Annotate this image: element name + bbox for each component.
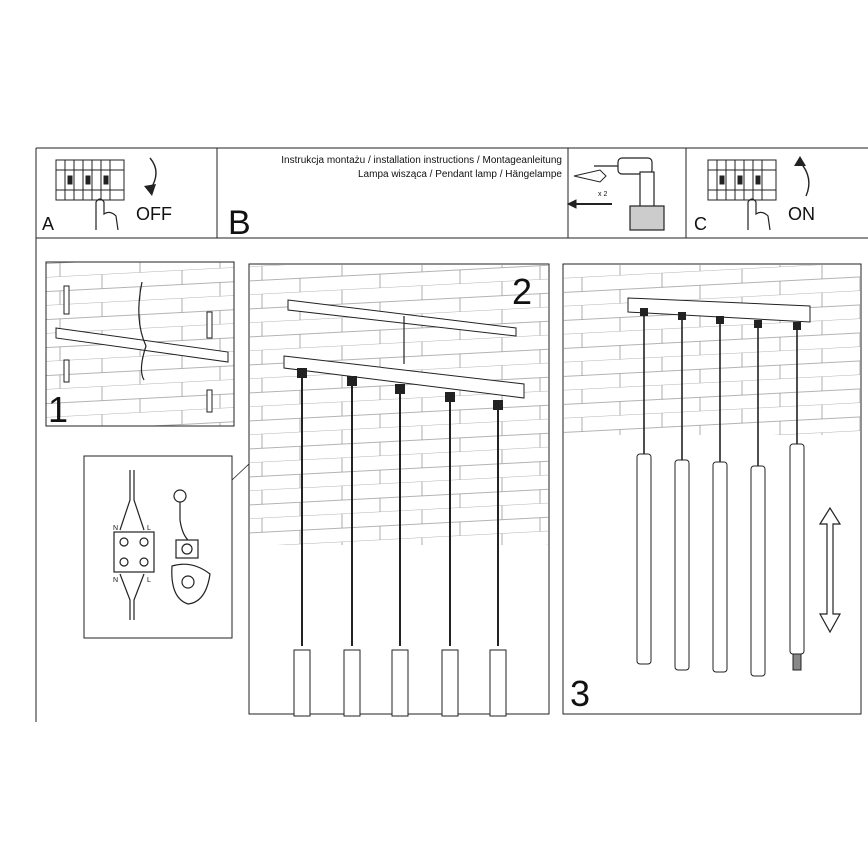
cable-icon (138, 281, 147, 381)
wire-l-bottom: L (147, 577, 151, 584)
panel-a-switch-off: A OFF (42, 157, 172, 234)
socket-icon (640, 308, 648, 316)
panel-step-3: 3 (562, 263, 862, 715)
canopy-plate (627, 297, 811, 323)
frame (35, 147, 868, 722)
socket-icon (754, 320, 762, 328)
hand-icon (747, 198, 771, 231)
socket-icon (347, 376, 357, 386)
drill-icon (594, 157, 665, 231)
pendant-tube (636, 453, 652, 665)
pendant-tube (441, 649, 459, 717)
pendant-tube (391, 649, 409, 717)
arrow-up-icon (799, 161, 810, 197)
pendant-group (636, 308, 805, 677)
step-2-number: 2 (512, 271, 532, 312)
terminal-block (113, 470, 155, 620)
socket-icon (395, 384, 405, 394)
mounting-bracket (287, 299, 517, 337)
panel-step-2: 2 (248, 263, 550, 717)
header-subtitle: Lampa wisząca / Pendant lamp / Hängelamp… (357, 169, 562, 180)
pendant-tube (489, 649, 507, 717)
pendant-tube (750, 465, 766, 677)
panel-step-1: 1 (45, 261, 235, 430)
screw-count: x 2 (598, 191, 607, 198)
pendant-tube (674, 459, 690, 671)
mounting-bracket (55, 327, 229, 363)
socket-icon (793, 322, 801, 330)
pendant-tube (712, 461, 728, 673)
pendant-tube (789, 443, 805, 655)
label-off: OFF (136, 204, 172, 224)
dowel-icon (566, 169, 612, 209)
label-c: C (694, 214, 707, 234)
step-3-number: 3 (570, 673, 590, 714)
wire-n-top: N (113, 525, 118, 532)
hand-icon (95, 198, 119, 231)
panel-tools: x 2 (566, 157, 665, 231)
label-on: ON (788, 204, 815, 224)
canopy-plate (283, 355, 525, 399)
wire-n-bottom: N (113, 577, 118, 584)
breaker-icon (707, 159, 777, 201)
step-1-number: 1 (48, 389, 68, 430)
wiring-detail: N L N L (83, 317, 405, 639)
pendant-tube (343, 649, 361, 717)
breaker-icon (55, 159, 125, 201)
ground-terminal-icon (171, 489, 211, 605)
screw-icon (63, 285, 213, 413)
label-b: B (228, 204, 251, 242)
header: Instrukcja montażu / installation instru… (262, 154, 562, 182)
wire-l-top: L (147, 525, 151, 532)
header-title: Instrukcja montażu / installation instru… (281, 155, 562, 166)
socket-icon (716, 316, 724, 324)
bulb-icon (792, 653, 802, 671)
panel-c-switch-on: C ON (694, 156, 815, 234)
socket-icon (493, 400, 503, 410)
pendant-tube (293, 649, 311, 717)
height-adjust-arrow-icon (818, 506, 842, 634)
label-a: A (42, 214, 54, 234)
pendant-group (293, 368, 507, 717)
socket-icon (678, 312, 686, 320)
socket-icon (445, 392, 455, 402)
socket-icon (297, 368, 307, 378)
